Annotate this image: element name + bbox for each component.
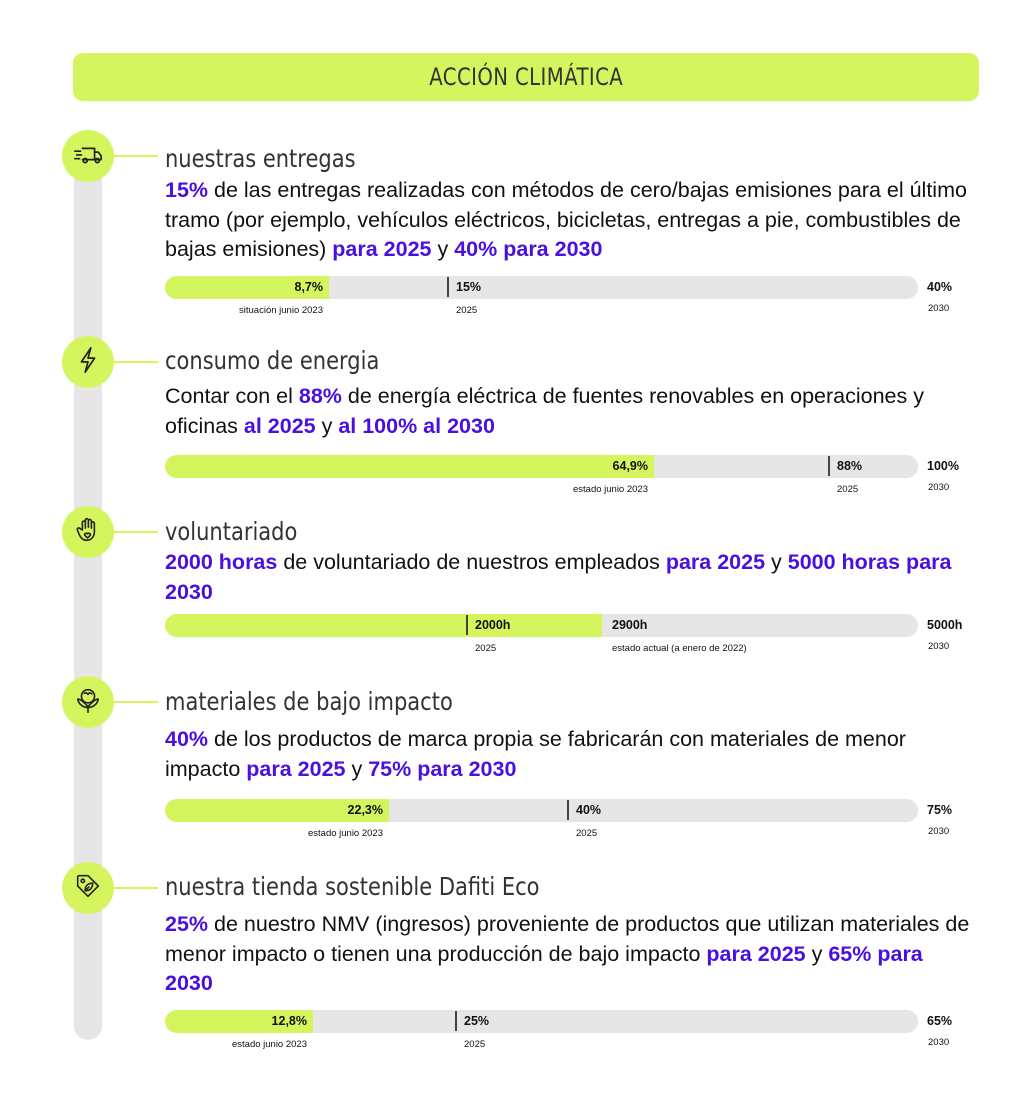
highlight-text: 5000 horas para 2030	[165, 550, 952, 604]
current-value: 2900h	[612, 618, 648, 632]
current-caption: estado junio 2023	[572, 484, 648, 495]
description-text: de los productos de marca propia se fabr…	[165, 727, 906, 781]
highlight-text: para 2025	[246, 756, 346, 781]
section-title: consumo de energia	[165, 346, 380, 375]
section-connector	[114, 155, 158, 157]
progress-track	[165, 455, 918, 478]
target-2030-value: 40%	[927, 280, 953, 294]
target-2030-caption: 2030	[928, 482, 950, 493]
section-icon-circle	[62, 676, 114, 728]
target-2030-value: 100%	[927, 459, 959, 473]
description-text: de energía eléctrica de fuentes renovabl…	[165, 384, 924, 438]
description-text: y	[805, 941, 829, 966]
highlight-text: 15%	[165, 178, 209, 202]
header-banner: ACCIÓN CLIMÁTICA	[73, 53, 979, 101]
highlight-text: 75% para 2030	[368, 756, 517, 781]
section-description: Contar con el 88% de energía eléctrica d…	[165, 382, 975, 441]
target-2025-caption: 2025	[576, 828, 598, 839]
target-2030-caption: 2030	[928, 641, 950, 652]
progress-track	[165, 276, 918, 299]
target-2025-marker	[447, 277, 449, 297]
highlight-text: 2000 horas	[165, 550, 278, 574]
description-text: de voluntariado de nuestros empleados	[277, 550, 666, 574]
target-2025-marker	[567, 800, 569, 820]
section-title: materiales de bajo impacto	[165, 687, 453, 716]
target-2030-value: 75%	[927, 803, 953, 817]
target-2025-value: 40%	[576, 803, 602, 817]
current-caption: situación junio 2023	[239, 305, 323, 316]
target-2030-caption: 2030	[928, 826, 950, 837]
delivery-truck-icon	[73, 139, 103, 174]
target-2025-value: 88%	[837, 459, 863, 473]
section-icon-circle	[62, 506, 114, 558]
description-text: de nuestro NMV (ingresos) proveniente de…	[165, 912, 970, 966]
description-text: Contar con el	[165, 384, 299, 408]
section-title: nuestras entregas	[165, 144, 356, 173]
description-text: y	[315, 413, 339, 438]
highlight-text: para 2025	[706, 941, 806, 966]
target-2025-value: 25%	[464, 1014, 490, 1028]
highlight-text: 25%	[165, 912, 209, 936]
target-2025-marker	[466, 615, 468, 635]
target-2025-caption: 2025	[456, 305, 478, 316]
description-text: de las entregas realizadas con métodos d…	[165, 178, 967, 261]
progress-fill	[165, 799, 389, 822]
current-value: 12,8%	[271, 1014, 307, 1028]
progress-track	[165, 614, 918, 637]
description-text: y	[765, 550, 788, 574]
current-caption: estado junio 2023	[307, 828, 383, 839]
target-2025-marker	[828, 456, 830, 476]
current-caption: estado junio 2023	[231, 1039, 307, 1050]
target-2025-value: 2000h	[475, 618, 511, 632]
section-icon-circle	[62, 130, 114, 182]
section-connector	[114, 361, 158, 363]
target-2025-value: 15%	[456, 280, 482, 294]
section-connector	[114, 531, 158, 533]
section-description: 15% de las entregas realizadas con métod…	[165, 176, 975, 265]
target-2030-caption: 2030	[928, 303, 950, 314]
progress-fill	[165, 1010, 313, 1033]
target-2030-value: 5000h	[927, 618, 963, 632]
progress-track	[165, 799, 918, 822]
section-connector	[114, 701, 158, 703]
target-2030-caption: 2030	[928, 1037, 950, 1048]
highlight-text: 40%	[165, 727, 209, 751]
section-title: voluntariado	[165, 517, 298, 546]
section-title: nuestra tienda sostenible Dafiti Eco	[165, 872, 540, 901]
description-text: y	[345, 756, 369, 781]
target-2030-value: 65%	[927, 1014, 953, 1028]
highlight-text: al 100% al 2030	[338, 413, 495, 438]
target-2025-marker	[455, 1011, 457, 1031]
highlight-text: para 2025	[665, 550, 766, 574]
eco-tag-icon	[73, 871, 103, 906]
current-value: 22,3%	[347, 803, 383, 817]
lightning-bolt-icon	[73, 345, 103, 380]
highlight-text: 65% para 2030	[165, 941, 923, 996]
highlight-text: al 2025	[243, 413, 316, 438]
current-value: 64,9%	[612, 459, 648, 473]
section-icon-circle	[62, 862, 114, 914]
hand-heart-icon	[73, 515, 103, 550]
highlight-text: para 2025	[332, 237, 432, 261]
section-icon-circle	[62, 336, 114, 388]
highlight-text: 40% para 2030	[454, 237, 603, 261]
cotton-plant-icon	[73, 685, 103, 720]
target-2025-caption: 2025	[464, 1039, 486, 1050]
progress-fill	[165, 276, 329, 299]
section-connector	[114, 887, 158, 889]
page-title: ACCIÓN CLIMÁTICA	[429, 63, 623, 91]
progress-fill	[165, 455, 654, 478]
section-description: 40% de los productos de marca propia se …	[165, 725, 975, 784]
highlight-text: 88%	[298, 384, 342, 408]
target-2025-caption: 2025	[837, 484, 859, 495]
progress-track	[165, 1010, 918, 1033]
description-text: y	[431, 237, 455, 261]
current-caption: estado actual (a enero de 2022)	[612, 643, 747, 654]
section-description: 2000 horas de voluntariado de nuestros e…	[165, 548, 975, 607]
current-value: 8,7%	[294, 280, 324, 294]
progress-fill	[165, 614, 602, 637]
target-2025-caption: 2025	[475, 643, 497, 654]
section-description: 25% de nuestro NMV (ingresos) provenient…	[165, 910, 975, 999]
